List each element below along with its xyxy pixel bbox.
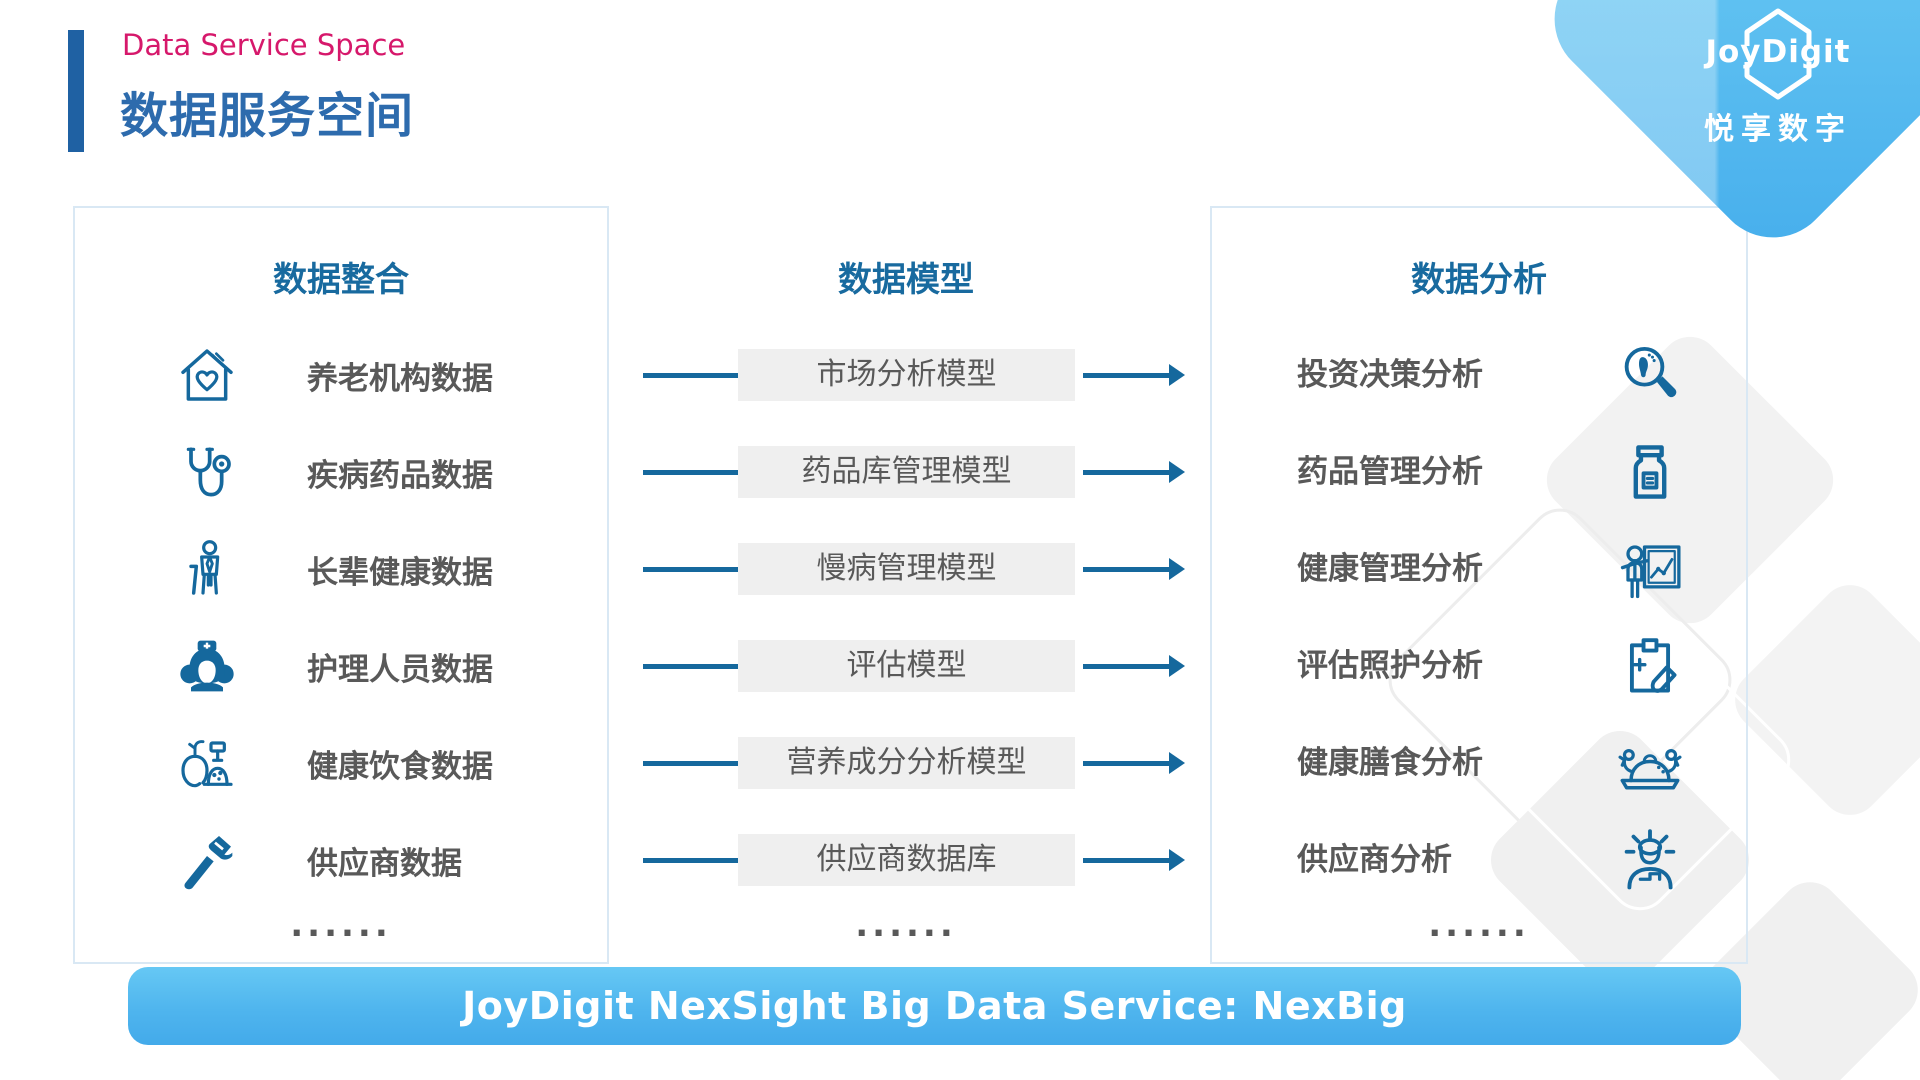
model-box: 市场分析模型 [738,349,1075,401]
logo-name: JoyDigit [1705,34,1851,70]
page-title: 数据服务空间 [120,88,415,144]
ellipsis: ...... [290,905,392,945]
model-box: 营养成分分析模型 [738,737,1075,789]
integration-row: 长辈健康数据 [171,530,591,608]
bottom-banner: JoyDigit NexSight Big Data Service: NexB… [128,967,1741,1045]
integration-label: 供应商数据 [307,845,462,882]
column-title-analysis: 数据分析 [1411,260,1547,300]
ellipsis: ...... [1428,905,1530,945]
integration-row: 健康饮食数据 [171,724,591,802]
connector-line [643,566,738,572]
nurse-icon [171,630,243,702]
title-accent-bar [68,30,84,152]
integration-card [73,206,609,964]
healthy-food-icon [171,727,243,799]
analysis-label: 药品管理分析 [1297,454,1483,490]
integration-label: 护理人员数据 [307,651,493,688]
elderly-person-icon [171,533,243,605]
nursing-home-icon [171,339,243,411]
analysis-label: 供应商分析 [1297,842,1452,878]
model-box: 慢病管理模型 [738,543,1075,595]
column-title-models: 数据模型 [838,260,974,300]
care-clipboard-icon [1612,628,1688,704]
model-box: 供应商数据库 [738,834,1075,886]
banner-text: JoyDigit NexSight Big Data Service: NexB… [462,984,1407,1028]
joydigit-logo: JoyDigit 悦享数字 [1668,4,1888,174]
connector-line [643,663,738,669]
model-box: 药品库管理模型 [738,446,1075,498]
hexagon-icon [1744,8,1812,100]
seafood-dish-icon [1612,725,1688,801]
health-chart-icon [1612,531,1688,607]
connector-line [643,857,738,863]
integration-row: 疾病药品数据 [171,433,591,511]
analysis-label: 健康膳食分析 [1297,745,1483,781]
stethoscope-icon [171,436,243,508]
logo-tagline: 悦享数字 [1704,112,1852,147]
integration-row: 供应商数据 [171,821,591,899]
analysis-label: 评估照护分析 [1297,648,1483,684]
model-box: 评估模型 [738,640,1075,692]
connector-line [643,760,738,766]
analysis-label: 投资决策分析 [1297,357,1483,393]
connector-line [643,469,738,475]
connector-line [643,372,738,378]
integration-label: 疾病药品数据 [307,457,493,494]
analysis-card [1210,206,1748,964]
integration-label: 健康饮食数据 [307,748,493,785]
column-title-integration: 数据整合 [273,260,409,300]
integration-label: 长辈健康数据 [307,554,493,591]
integration-label: 养老机构数据 [307,360,493,397]
integration-row: 养老机构数据 [171,336,591,414]
page-subtitle: Data Service Space [122,28,406,62]
wrench-icon [171,824,243,896]
magnifier-footprint-icon [1612,337,1688,413]
idea-person-icon [1612,822,1688,898]
ellipsis: ...... [855,905,957,945]
medicine-bottle-icon [1612,434,1688,510]
analysis-label: 健康管理分析 [1297,551,1483,587]
integration-row: 护理人员数据 [171,627,591,705]
